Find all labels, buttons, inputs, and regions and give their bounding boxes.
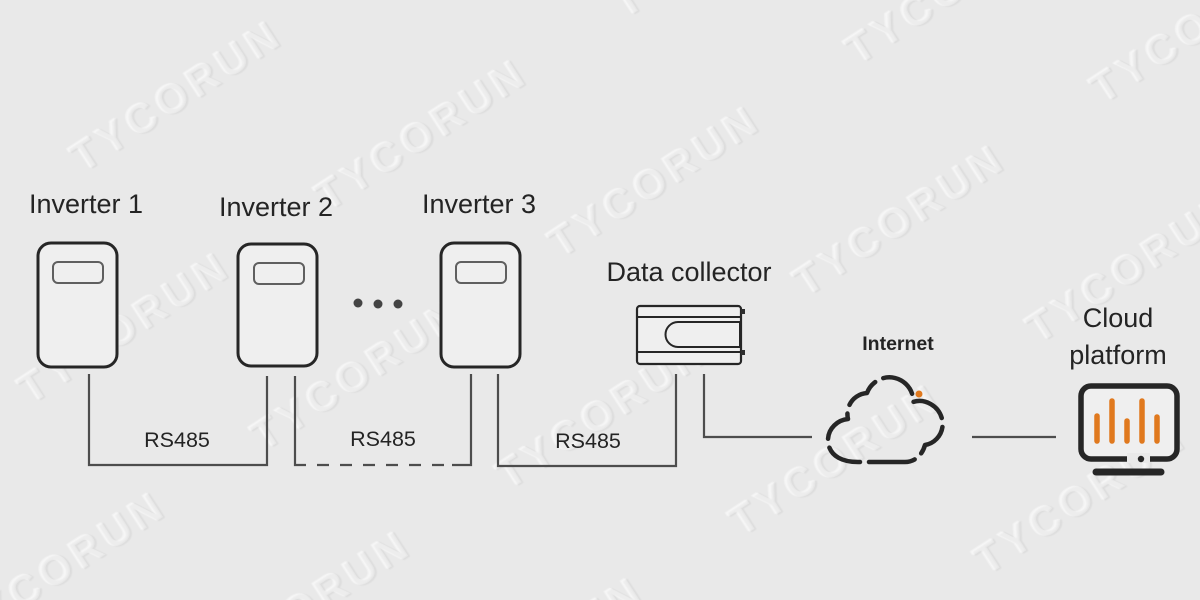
cloud-platform-monitor-icon — [1078, 383, 1180, 476]
inverter1-icon — [36, 241, 119, 369]
internet-label: Internet — [862, 333, 934, 355]
inverter3-label: Inverter 3 — [421, 189, 537, 219]
connection-lines — [87, 374, 1056, 468]
rs485-label-2: RS485 — [350, 427, 416, 451]
data-collector-label: Data collector — [606, 257, 772, 287]
inverter2-icon — [236, 242, 319, 368]
monitor-bars — [1094, 398, 1160, 444]
cloud-platform-label-line2: platform — [1069, 340, 1167, 370]
inverter2-label: Inverter 2 — [218, 192, 334, 222]
inverter1-label: Inverter 1 — [28, 189, 144, 219]
link-datacollector-internet — [702, 374, 812, 439]
internet-cloud-icon — [825, 375, 945, 465]
cloud-platform-label-line1: Cloud — [1082, 303, 1154, 333]
link-inverter3-corner — [452, 374, 473, 467]
link-inverter3-datacollector — [496, 374, 678, 468]
link-inverter2-corner — [293, 376, 306, 467]
cloud-platform-label: Cloud platform — [1069, 300, 1167, 374]
inverter3-icon — [439, 241, 522, 369]
data-collector-icon — [635, 304, 745, 366]
cloud-accent-dot — [915, 390, 923, 398]
rs485-label-1: RS485 — [144, 428, 210, 452]
ellipsis-dots-icon — [353, 298, 403, 309]
rs485-label-3: RS485 — [555, 429, 621, 453]
link-inverter1-inverter2 — [87, 374, 269, 467]
